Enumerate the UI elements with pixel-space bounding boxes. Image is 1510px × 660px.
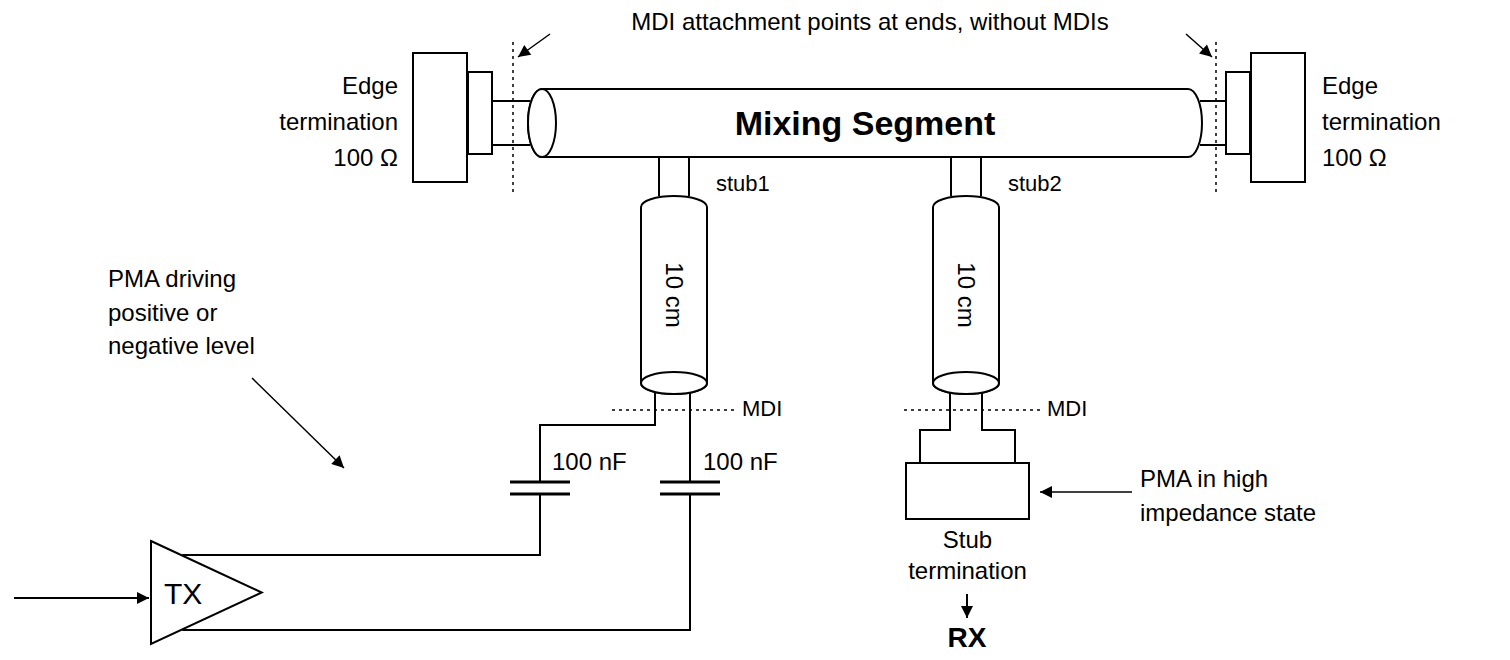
cylinder-body <box>528 89 1202 157</box>
node-text: 10 cm <box>660 262 689 327</box>
output-arrow <box>966 594 968 618</box>
mdi-attachment-line <box>1215 42 1217 196</box>
leader-arrow <box>1186 34 1212 57</box>
node-text: Edge termination <box>1322 68 1472 140</box>
cylinder-body <box>933 196 999 394</box>
node-text: Edge termination <box>248 68 398 140</box>
note-text: MDI attachment points at ends, without M… <box>560 6 1180 37</box>
stub-name: stub2 <box>1008 170 1062 199</box>
termination-plug <box>1226 72 1250 154</box>
capacitance-value: 100 nF <box>552 446 627 477</box>
termination-plug <box>468 72 492 154</box>
mdi-line <box>612 409 736 411</box>
stub-cable: 10 cm <box>640 195 708 395</box>
callout-arrow <box>252 378 344 468</box>
mixing-segment: Mixing Segment <box>527 88 1203 158</box>
capacitance-value: 100 nF <box>703 446 778 477</box>
interface-label: MDI <box>1047 395 1087 424</box>
node-text: Stub termination <box>888 524 1048 586</box>
leader-arrow <box>518 34 550 57</box>
cylinder-end <box>933 372 999 394</box>
cylinder-end <box>641 372 707 394</box>
node-text: 100 Ω <box>248 140 398 176</box>
cylinder-end <box>528 89 556 157</box>
callout-arrow <box>1040 491 1132 493</box>
callout-text: PMA driving positive or negative level <box>108 262 303 363</box>
callout-text: PMA in high impedance state <box>1140 462 1350 529</box>
interface-label: MDI <box>742 395 782 424</box>
tx-driver: TX <box>150 540 263 645</box>
signal-name: RX <box>917 620 1017 656</box>
node-text-group: Stub termination <box>888 524 1048 586</box>
mdi-line <box>904 409 1040 411</box>
input-arrow <box>14 597 149 599</box>
wire-pair <box>951 157 981 196</box>
node-text: 10 cm <box>952 262 981 327</box>
cylinder-body <box>641 196 707 394</box>
stub-cable: 10 cm <box>932 195 1000 395</box>
stub-name: stub1 <box>716 170 770 199</box>
amplifier-triangle <box>151 541 262 644</box>
node-text-group: Mixing Segment <box>735 103 996 144</box>
wire-pair <box>920 393 1015 462</box>
node-text-group: Edge termination100 Ω <box>248 68 398 176</box>
stub-termination: Stub termination <box>905 462 1030 520</box>
edge-termination: Edge termination100 Ω <box>412 52 468 183</box>
node-text: 100 Ω <box>1322 140 1472 176</box>
node-text-group: TX <box>164 576 202 609</box>
capacitor-symbol <box>510 482 570 494</box>
node-text: Mixing Segment <box>735 103 996 144</box>
node-text: TX <box>164 576 202 609</box>
wire-pair <box>659 157 689 196</box>
mdi-attachment-line <box>512 42 514 196</box>
node-text-group: 10 cm <box>952 262 981 327</box>
edge-termination: Edge termination100 Ω <box>1250 52 1306 183</box>
node-text-group: Edge termination100 Ω <box>1322 68 1472 176</box>
node-text-group: 10 cm <box>660 262 689 327</box>
capacitor-symbol <box>660 482 720 494</box>
